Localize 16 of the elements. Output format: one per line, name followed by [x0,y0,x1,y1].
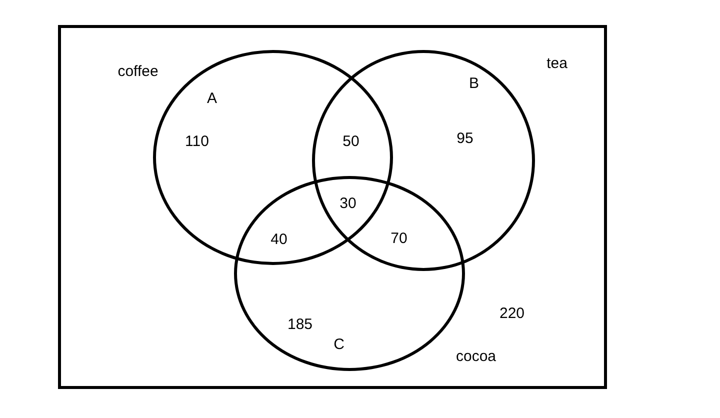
set-name: coffee [118,63,158,81]
set-letter: C [334,336,344,354]
region-count: 40 [270,231,288,249]
set-letter: A [207,90,217,108]
region-count: 185 [287,316,313,334]
region-count: 220 [499,305,525,323]
region-count: 50 [342,133,360,151]
set-circle [312,50,535,271]
region-count: 70 [390,230,408,248]
region-count: 110 [185,133,209,151]
universe-rectangle [58,25,607,389]
set-letter: B [469,75,479,93]
region-count: 95 [456,130,474,148]
region-count: 30 [340,195,356,213]
set-name: cocoa [456,348,496,366]
set-name: tea [546,55,568,73]
